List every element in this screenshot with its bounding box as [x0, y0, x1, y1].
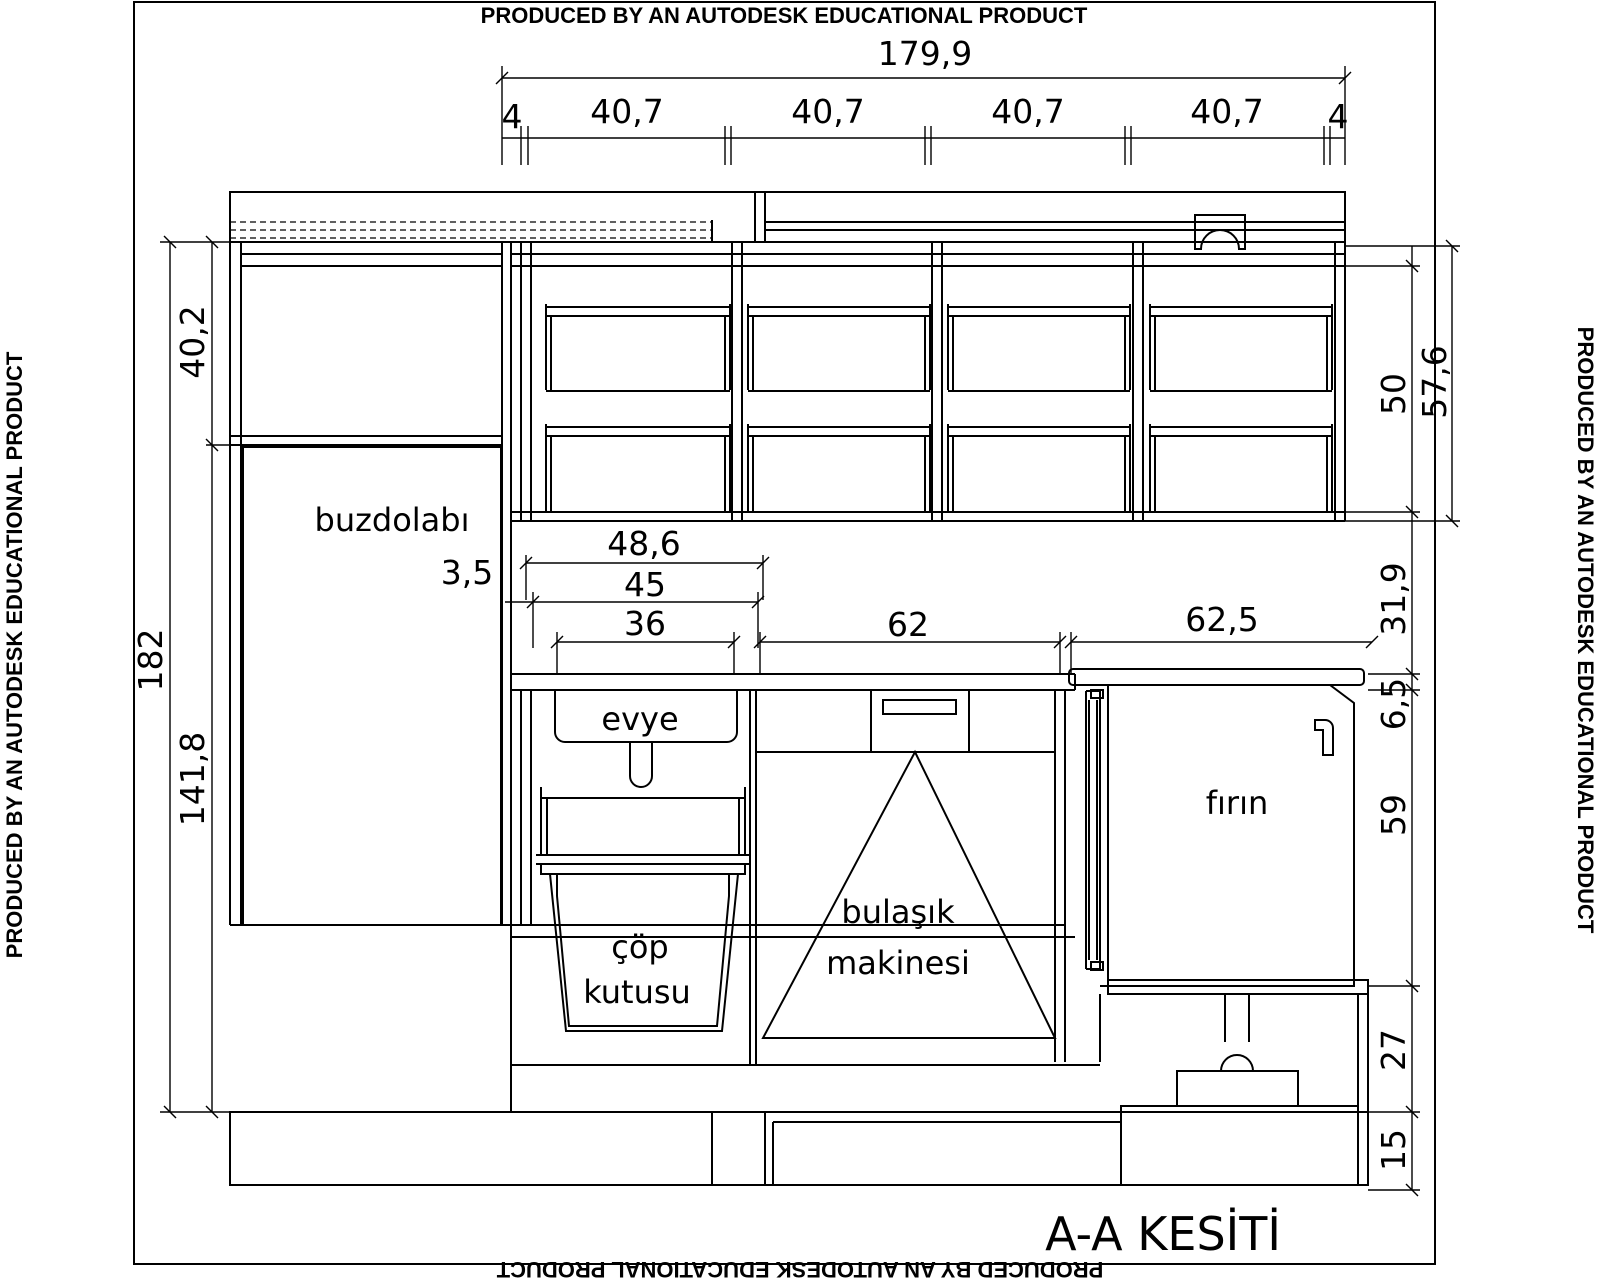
sink [554, 690, 738, 788]
svg-text:179,9: 179,9 [878, 34, 972, 73]
watermark-left: PRODUCED BY AN AUTODESK EDUCATIONAL PROD… [2, 351, 27, 958]
trash-drawers [536, 787, 750, 1032]
svg-text:50: 50 [1374, 373, 1413, 415]
svg-text:31,9: 31,9 [1374, 562, 1413, 635]
svg-text:59: 59 [1374, 794, 1413, 836]
svg-text:40,2: 40,2 [173, 305, 212, 378]
dishwasher-label-2: makinesi [826, 944, 970, 982]
dim-top-cabinets: 4 40,7 40,7 40,7 40,7 4 [502, 92, 1349, 165]
svg-text:48,6: 48,6 [607, 524, 680, 563]
watermark-bottom: PRODUCED BY AN AUTODESK EDUCATIONAL PROD… [496, 1257, 1103, 1280]
plinth [229, 924, 1369, 1186]
svg-text:4: 4 [1328, 97, 1349, 136]
countertop [511, 673, 1076, 691]
trash-label-2: kutusu [583, 973, 691, 1011]
watermark-right: PRODUCED BY AN AUTODESK EDUCATIONAL PROD… [1573, 327, 1598, 934]
dim-sink: 48,6 45 3,5 36 62 62,5 [441, 524, 1379, 674]
dishwasher-label-1: bulaşık [841, 893, 955, 931]
svg-text:57,6: 57,6 [1415, 345, 1454, 418]
svg-text:182: 182 [131, 629, 170, 692]
svg-text:40,7: 40,7 [590, 92, 663, 131]
svg-text:62: 62 [887, 605, 929, 644]
svg-text:4: 4 [502, 97, 523, 136]
svg-text:141,8: 141,8 [173, 732, 212, 826]
top-soffit [229, 191, 1346, 250]
oven-label: fırın [1206, 784, 1268, 822]
under-oven-unit [1099, 994, 1369, 1186]
wall-basket-row-2 [545, 424, 1333, 512]
svg-text:62,5: 62,5 [1185, 600, 1258, 639]
oven [1068, 668, 1369, 995]
dim-left: 182 40,2 141,8 [131, 235, 230, 1119]
svg-text:40,7: 40,7 [1190, 92, 1263, 131]
section-title: A-A KESİTİ [1045, 1207, 1281, 1261]
trash-label-1: çöp [611, 928, 668, 966]
svg-text:45: 45 [624, 565, 666, 604]
svg-text:40,7: 40,7 [991, 92, 1064, 131]
svg-text:27: 27 [1374, 1029, 1413, 1071]
dim-right: 50 31,9 6,5 59 27 15 57,6 [1345, 239, 1460, 1197]
svg-text:15: 15 [1374, 1129, 1413, 1171]
fridge-label: buzdolabı [315, 501, 470, 539]
dim-top-overall: 179,9 [495, 34, 1352, 165]
sink-label: evye [601, 700, 678, 738]
wall-basket-row-1 [545, 304, 1333, 392]
svg-text:3,5: 3,5 [441, 553, 493, 592]
dishwasher [761, 689, 1057, 1039]
watermark-top: PRODUCED BY AN AUTODESK EDUCATIONAL PROD… [481, 3, 1088, 28]
svg-text:40,7: 40,7 [791, 92, 864, 131]
svg-text:6,5: 6,5 [1374, 678, 1413, 730]
drawing-frame [133, 1, 1436, 1265]
tall-unit [229, 242, 512, 926]
wall-cabinets [511, 242, 1346, 522]
svg-text:36: 36 [624, 604, 666, 643]
